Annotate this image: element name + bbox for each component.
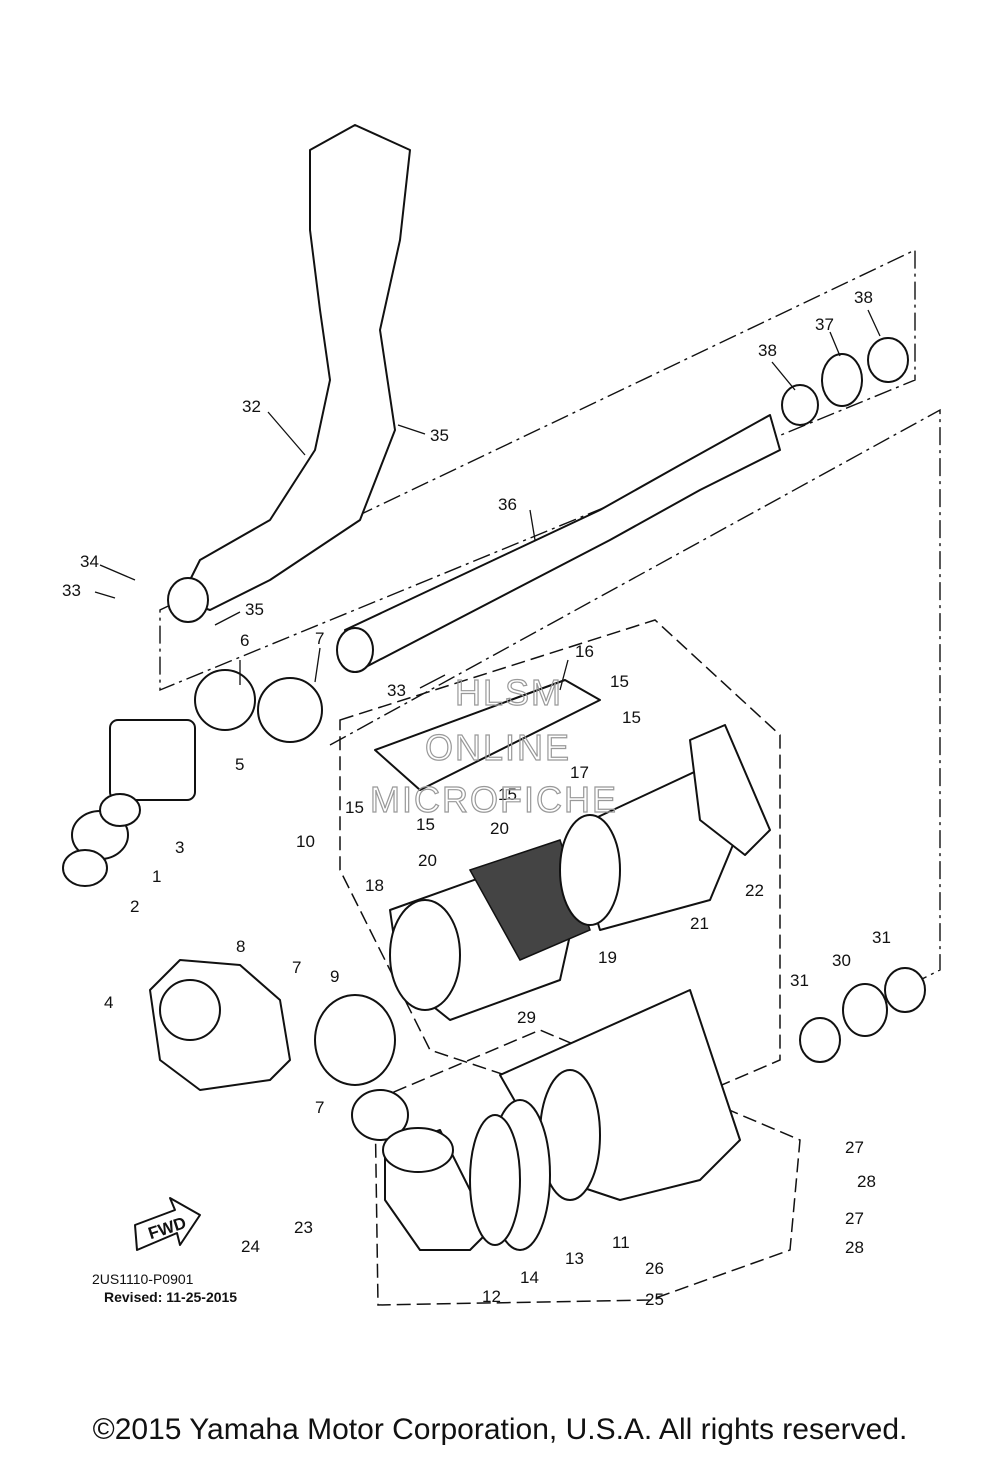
callout-8: 8 (236, 937, 245, 956)
callout-2: 2 (130, 897, 139, 916)
callout-7-c: 7 (315, 1098, 324, 1117)
callout-20-b: 20 (418, 851, 437, 870)
revision-date: Revised: 11-25-2015 (104, 1289, 238, 1305)
callout-31-b: 31 (790, 971, 809, 990)
intake-box-port (159, 979, 221, 1041)
joint-30 (842, 983, 888, 1037)
callout-3: 3 (175, 838, 184, 857)
callout-15-b: 15 (622, 708, 641, 727)
callout-31-a: 31 (872, 928, 891, 947)
clamp-2 (62, 849, 108, 887)
duct-12-port (382, 1127, 454, 1173)
callout-35-b: 35 (245, 600, 264, 619)
callout-9: 9 (330, 967, 339, 986)
callout-30: 30 (832, 951, 851, 970)
callout-14: 14 (520, 1268, 539, 1287)
snorkel-outlet (167, 577, 209, 623)
callout-34: 34 (80, 552, 99, 571)
fwd-arrow-icon: FWD (134, 1197, 201, 1251)
watermark-line-2: ONLINE (425, 727, 571, 768)
plate-22 (689, 724, 771, 856)
callout-12: 12 (482, 1287, 501, 1306)
callout-37: 37 (815, 315, 834, 334)
callout-1: 1 (152, 867, 161, 886)
callout-4: 4 (104, 993, 113, 1012)
callout-11: 11 (612, 1233, 630, 1252)
callout-22: 22 (745, 881, 764, 900)
leader-lines (94, 309, 881, 691)
callout-28-a: 28 (857, 1172, 876, 1191)
callout-26: 26 (645, 1259, 664, 1278)
long-intake-tube (344, 414, 781, 671)
callout-27-a: 27 (845, 1138, 864, 1157)
callout-24: 24 (241, 1237, 260, 1256)
callout-7-a: 7 (315, 629, 324, 648)
clamp-31-a (799, 1017, 841, 1063)
callout-7-b: 7 (292, 958, 301, 977)
callout-17: 17 (570, 763, 589, 782)
callout-23: 23 (294, 1218, 313, 1237)
throttle-joint (194, 669, 256, 731)
upper-clamp-a (781, 384, 819, 426)
callout-33-b: 33 (387, 681, 406, 700)
upper-joint (821, 353, 863, 407)
callout-15-a: 15 (610, 672, 629, 691)
callout-32: 32 (242, 397, 261, 416)
filter-housing-seal (559, 814, 621, 926)
callout-15-c: 15 (498, 785, 517, 804)
callout-16: 16 (575, 642, 594, 661)
callout-33-a: 33 (62, 581, 81, 600)
lower-airbox-group-boundary (374, 1029, 801, 1306)
throttle-body (109, 719, 196, 801)
clamp-3 (99, 793, 141, 827)
outer-group-boundary (329, 408, 941, 986)
callout-36: 36 (498, 495, 517, 514)
callout-38-b: 38 (758, 341, 777, 360)
long-intake-tube-end (336, 627, 374, 673)
callout-20-a: 20 (490, 819, 509, 838)
callout-13: 13 (565, 1249, 584, 1268)
intake-group-boundary (159, 248, 916, 692)
callout-21: 21 (690, 914, 709, 933)
callout-25: 25 (645, 1290, 664, 1309)
callout-19: 19 (598, 948, 617, 967)
filter-frame (389, 899, 461, 1011)
callout-10: 10 (296, 832, 315, 851)
joint-9 (314, 994, 396, 1086)
gasket-14 (469, 1114, 521, 1246)
watermark: HLSM ONLINE MICROFICHE (369, 671, 618, 820)
watermark-line-1: HLSM (455, 672, 563, 713)
callout-15-d: 15 (345, 798, 364, 817)
cover-16 (374, 679, 601, 791)
intake-snorkel-duct (179, 124, 411, 611)
copyright-notice: ©2015 Yamaha Motor Corporation, U.S.A. A… (92, 1413, 908, 1446)
callout-15-e: 15 (416, 815, 435, 834)
callout-5: 5 (235, 755, 244, 774)
document-number: 2US1110-P0901 (92, 1271, 194, 1287)
watermark-line-3: MICROFICHE (370, 779, 618, 820)
callout-29: 29 (517, 1008, 536, 1027)
clamp-7-lower (351, 1089, 409, 1141)
callouts: 1 2 3 4 5 6 7 7 7 8 9 10 11 12 13 14 15 … (62, 288, 891, 1309)
callout-27-b: 27 (845, 1209, 864, 1228)
callout-28-b: 28 (845, 1238, 864, 1257)
throttle-clamp (257, 677, 323, 743)
callout-18: 18 (365, 876, 384, 895)
callout-6: 6 (240, 631, 249, 650)
clamp-31-b (884, 967, 926, 1013)
callout-38-a: 38 (854, 288, 873, 307)
callout-35-a: 35 (430, 426, 449, 445)
upper-clamp-b (867, 337, 909, 383)
